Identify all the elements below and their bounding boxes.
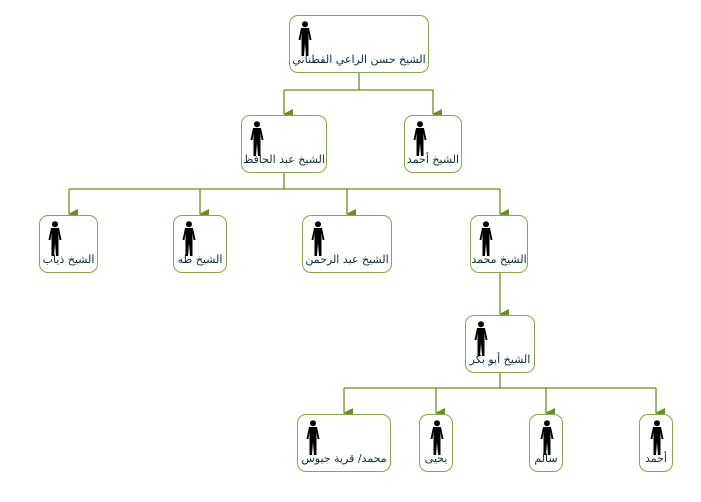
person-node-abdulrahman[interactable]: الشيخ عبد الرحمن — [302, 215, 392, 273]
person-node-taha[interactable]: الشيخ طه — [173, 215, 227, 273]
person-node-mohammad-jayyous[interactable]: محمد/ قرية جيوس — [297, 414, 391, 472]
person-node-mohammad[interactable]: الشيخ محمد — [470, 215, 528, 273]
person-node-abdulhafez[interactable]: الشيخ عبد الحافظ — [241, 115, 327, 173]
person-icon — [650, 420, 664, 455]
person-name: الشيخ ذياب — [42, 253, 95, 266]
person-name: الشيخ عبد الرحمن — [305, 253, 389, 266]
person-node-root[interactable]: الشيخ حسن الراعي القطناني — [289, 15, 429, 73]
person-name: الشيخ أحمد — [406, 153, 460, 166]
person-icon — [430, 420, 444, 455]
person-name: أحمد — [645, 452, 667, 465]
person-name: الشيخ حسن الراعي القطناني — [292, 53, 426, 66]
person-icon — [250, 121, 264, 156]
person-name: سالم — [534, 452, 558, 465]
person-icon — [298, 21, 312, 56]
person-node-abubakr[interactable]: الشيخ أبو بكر — [465, 315, 535, 373]
person-name: الشيخ محمد — [471, 253, 527, 266]
person-node-yahya[interactable]: يحيى — [419, 414, 453, 472]
person-node-thiab[interactable]: الشيخ ذياب — [39, 215, 98, 273]
person-icon — [540, 420, 554, 455]
person-icon — [474, 321, 488, 356]
person-node-salem[interactable]: سالم — [529, 414, 563, 472]
person-name: يحيى — [424, 452, 448, 465]
person-icon — [479, 221, 493, 256]
person-icon — [306, 420, 320, 455]
person-icon — [311, 221, 325, 256]
person-icon — [48, 221, 62, 256]
person-name: الشيخ طه — [177, 253, 223, 266]
person-node-ahmad[interactable]: الشيخ أحمد — [404, 115, 462, 173]
person-name: محمد/ قرية جيوس — [301, 452, 387, 465]
person-icon — [182, 221, 196, 256]
person-name: الشيخ أبو بكر — [469, 353, 531, 366]
person-node-ahmad-2[interactable]: أحمد — [639, 414, 673, 472]
person-name: الشيخ عبد الحافظ — [243, 153, 325, 166]
person-icon — [413, 121, 427, 156]
